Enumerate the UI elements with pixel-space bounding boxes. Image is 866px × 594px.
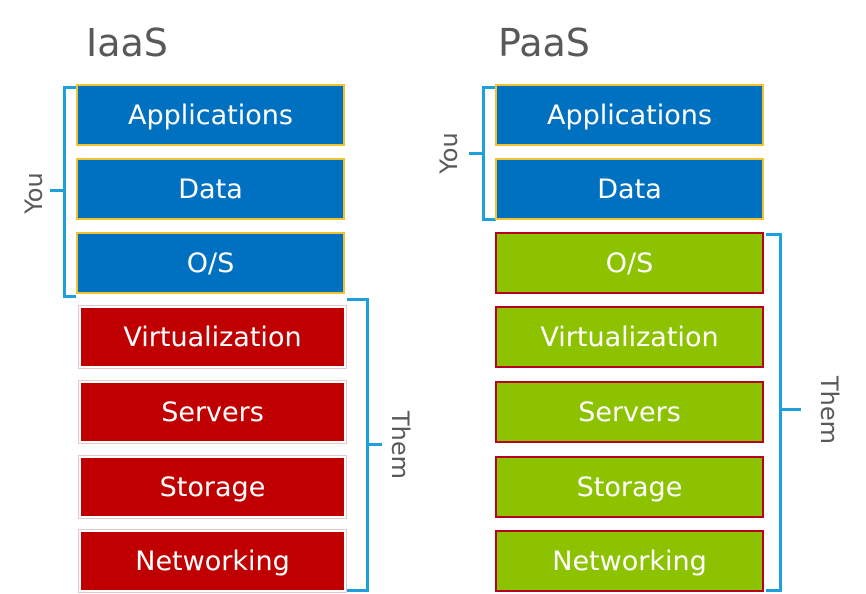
iaas-layer-storage: Storage bbox=[78, 455, 347, 519]
iaas-them-bracket bbox=[347, 298, 369, 592]
iaas-layer-virtualization: Virtualization bbox=[78, 305, 347, 369]
paas-layer-networking: Networking bbox=[495, 530, 764, 592]
paas-them-label: Them bbox=[815, 375, 843, 445]
paas-them-bracket bbox=[766, 233, 782, 592]
iaas-them-label: Them bbox=[386, 410, 414, 480]
paas-you-bracket-tick bbox=[469, 152, 483, 155]
iaas-you-bracket bbox=[63, 86, 76, 298]
paas-layer-os: O/S bbox=[495, 232, 764, 294]
paas-layer-servers: Servers bbox=[495, 381, 764, 443]
iaas-title: IaaS bbox=[86, 21, 168, 65]
iaas-you-label: You bbox=[20, 172, 48, 214]
iaas-layer-data: Data bbox=[76, 158, 345, 220]
paas-you-label: You bbox=[435, 132, 463, 174]
iaas-them-bracket-tick bbox=[368, 443, 382, 446]
paas-layer-virtualization: Virtualization bbox=[495, 306, 764, 368]
iaas-layer-applications: Applications bbox=[76, 84, 345, 146]
iaas-you-bracket-tick bbox=[50, 189, 64, 192]
paas-layer-storage: Storage bbox=[495, 456, 764, 518]
iaas-layer-networking: Networking bbox=[78, 529, 347, 593]
paas-title: PaaS bbox=[498, 21, 590, 65]
paas-layer-applications: Applications bbox=[495, 84, 764, 146]
iaas-layer-servers: Servers bbox=[78, 380, 347, 444]
paas-layer-data: Data bbox=[495, 158, 764, 220]
paas-you-bracket bbox=[482, 86, 496, 221]
paas-them-bracket-tick bbox=[781, 408, 801, 411]
iaas-layer-os: O/S bbox=[76, 232, 345, 294]
